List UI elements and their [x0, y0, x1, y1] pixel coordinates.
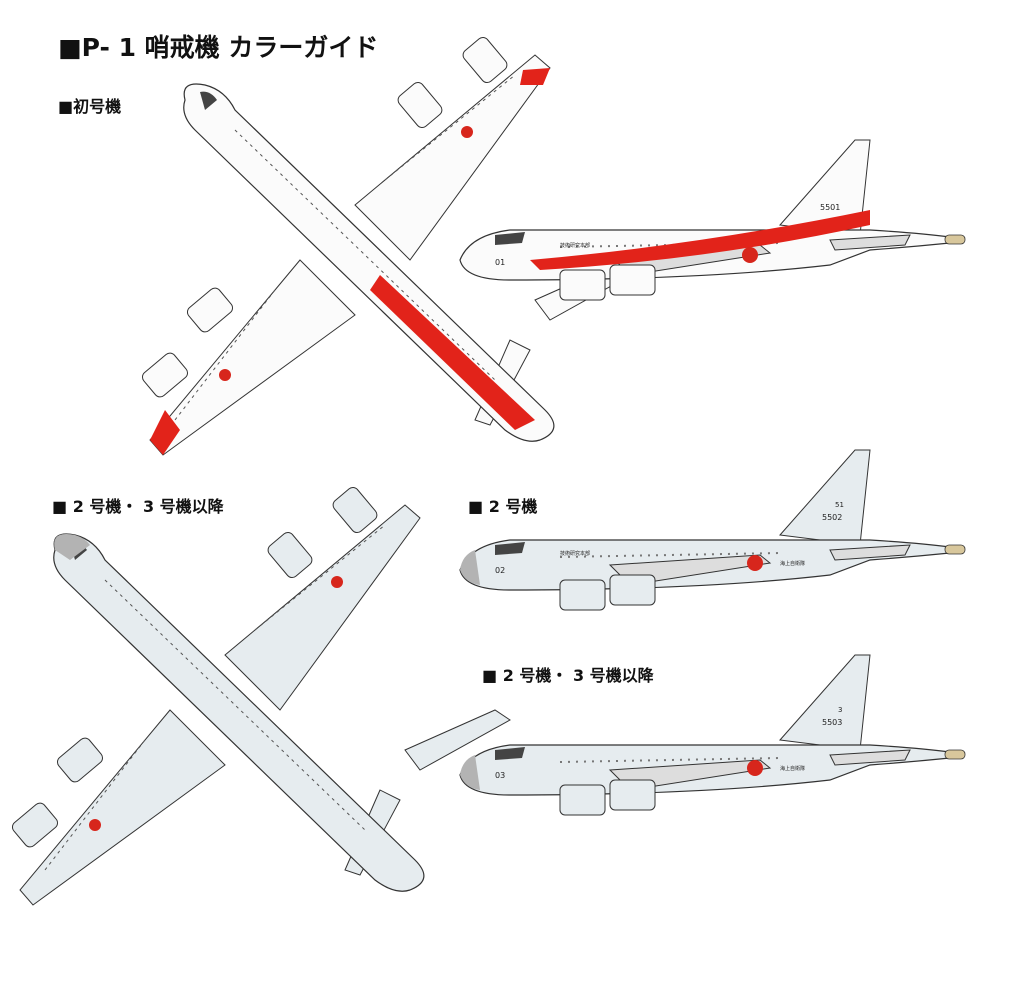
side1-tail-number: 5501 — [820, 203, 840, 212]
side2-tail-number: 5502 — [822, 513, 842, 522]
side2-rear-marking: 海上自衛隊 — [780, 560, 805, 567]
section-label-later-side: ■ 2 号機・ 3 号機以降 — [482, 666, 654, 685]
side3-fin-number: 3 — [838, 706, 842, 714]
side1-badge: 技術研究本部 — [560, 242, 590, 249]
side1-code: 01 — [495, 258, 505, 267]
topview-later-aircraft — [9, 484, 511, 906]
side3-tail-number: 5503 — [822, 718, 842, 727]
side2-fin-number: 51 — [835, 501, 844, 509]
page-title: ■P- 1 哨戒機 カラーガイド — [58, 33, 379, 62]
section-label-first: ■初号機 — [58, 97, 122, 116]
sideview-later-aircraft: 03 5503 3 海上自衛隊 — [459, 654, 966, 816]
section-label-second: ■ 2 号機 — [468, 497, 538, 516]
section-label-later-top: ■ 2 号機・ 3 号機以降 — [52, 497, 224, 516]
topview-first-aircraft — [139, 34, 641, 456]
sideview-second-aircraft: 02 5502 51 技術研究本部 海上自衛隊 — [459, 449, 966, 611]
side3-rear-marking: 海上自衛隊 — [780, 765, 805, 772]
side2-code: 02 — [495, 566, 505, 575]
sideview-first-aircraft: 01 5501 技術研究本部 — [459, 139, 966, 301]
side3-code: 03 — [495, 771, 505, 780]
side2-badge: 技術研究本部 — [560, 550, 590, 557]
